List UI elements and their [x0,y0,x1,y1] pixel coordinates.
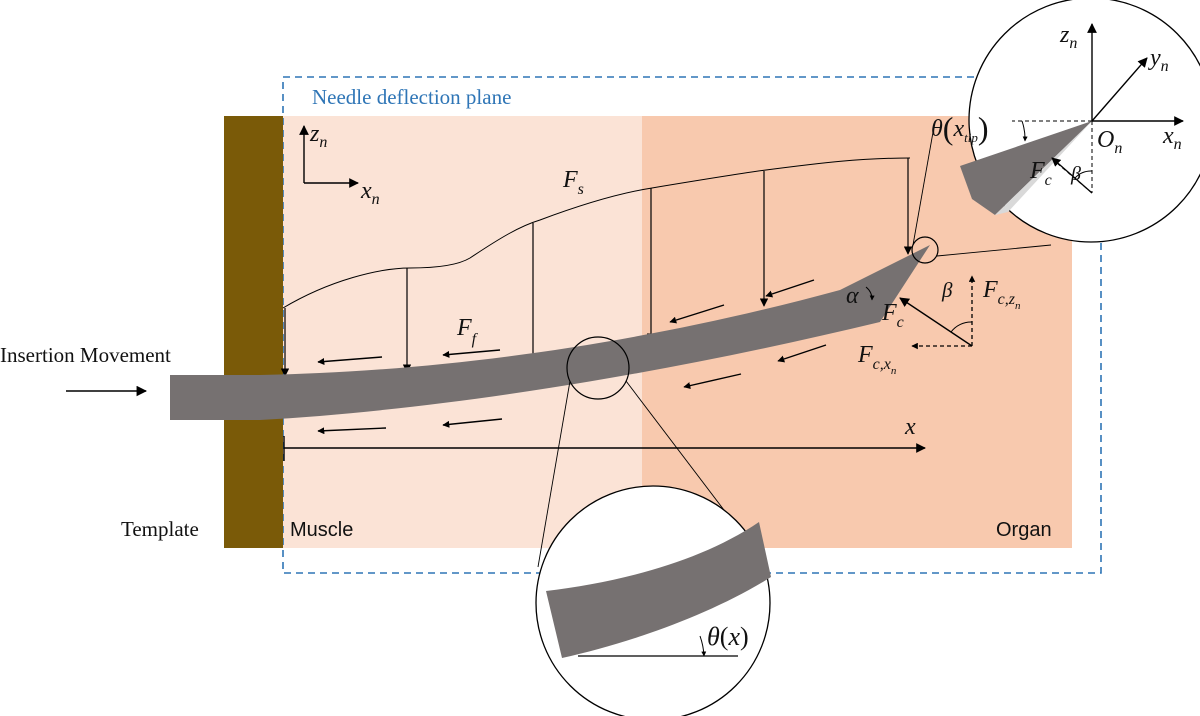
tip-zoom-inset: zn yn xn On β Fc θ(xtip) [931,0,1200,243]
tip-connector [912,120,936,246]
zoom-x-label: xn [1162,123,1182,153]
friction-force-arrows [317,279,827,435]
cutting-force-arrow [899,297,973,347]
mid-connector [537,380,571,568]
force-fczn-label: Fc,zn [982,277,1021,312]
zoom-theta-arc [1021,120,1028,142]
zoom-theta-x-arc [699,635,707,657]
muscle-region [283,116,642,548]
local-frame-x-label: xn [360,178,380,208]
insertion-label: Insertion Movement [0,343,171,367]
alpha-label: α [846,283,859,309]
needle-body [170,245,930,420]
zoom-cutting-force-arrow [1051,157,1093,194]
friction-arrow [317,427,387,435]
friction-arrow [683,373,742,390]
beta-arc [950,321,973,333]
organ-label: Organ [996,519,1052,541]
zoom-origin-label: On [1097,127,1122,157]
force-fs-label: Fs [562,167,584,198]
tip-connector [936,244,1052,257]
friction-arrow [317,356,383,365]
zoom-z-label: zn [1059,22,1077,52]
muscle-label: Muscle [290,519,353,541]
needle-tip-zoom [960,121,1092,215]
mid-zoom-inset: θ(x) [535,485,771,716]
force-fc-label: Fc [881,300,904,331]
template-label: Template [121,517,199,541]
zoom-beta-label: β [1070,163,1081,185]
spring-force-arrows [280,158,913,377]
template-block [224,116,283,548]
zoom-theta-x-label: θ(x) [707,622,749,651]
plane-label: Needle deflection plane [312,85,511,109]
needle-bevel-zoom [995,121,1092,215]
mid-highlight-circle [566,336,630,400]
friction-arrow [442,349,501,358]
zoom-beta-arc [1074,170,1093,179]
friction-arrow [442,418,503,428]
force-fcxn-label: Fc,xn [857,342,897,377]
force-ff-label: Ff [456,315,479,348]
friction-arrow [765,279,815,298]
x-axis-label: x [904,414,916,440]
zoom-fc-label: Fc [1029,158,1052,189]
friction-arrow [669,304,725,324]
local-frame-z-label: zn [309,121,327,151]
beta-label: β [941,278,953,302]
alpha-arc [865,286,875,301]
zoom-y-label: yn [1148,45,1169,75]
tip-highlight-circle [911,236,939,264]
needle-segment-zoom [546,522,771,658]
zoom-theta-tip-label: θ(xtip) [931,110,989,146]
zoom-y-axis [1091,57,1148,122]
friction-arrow [777,344,827,363]
